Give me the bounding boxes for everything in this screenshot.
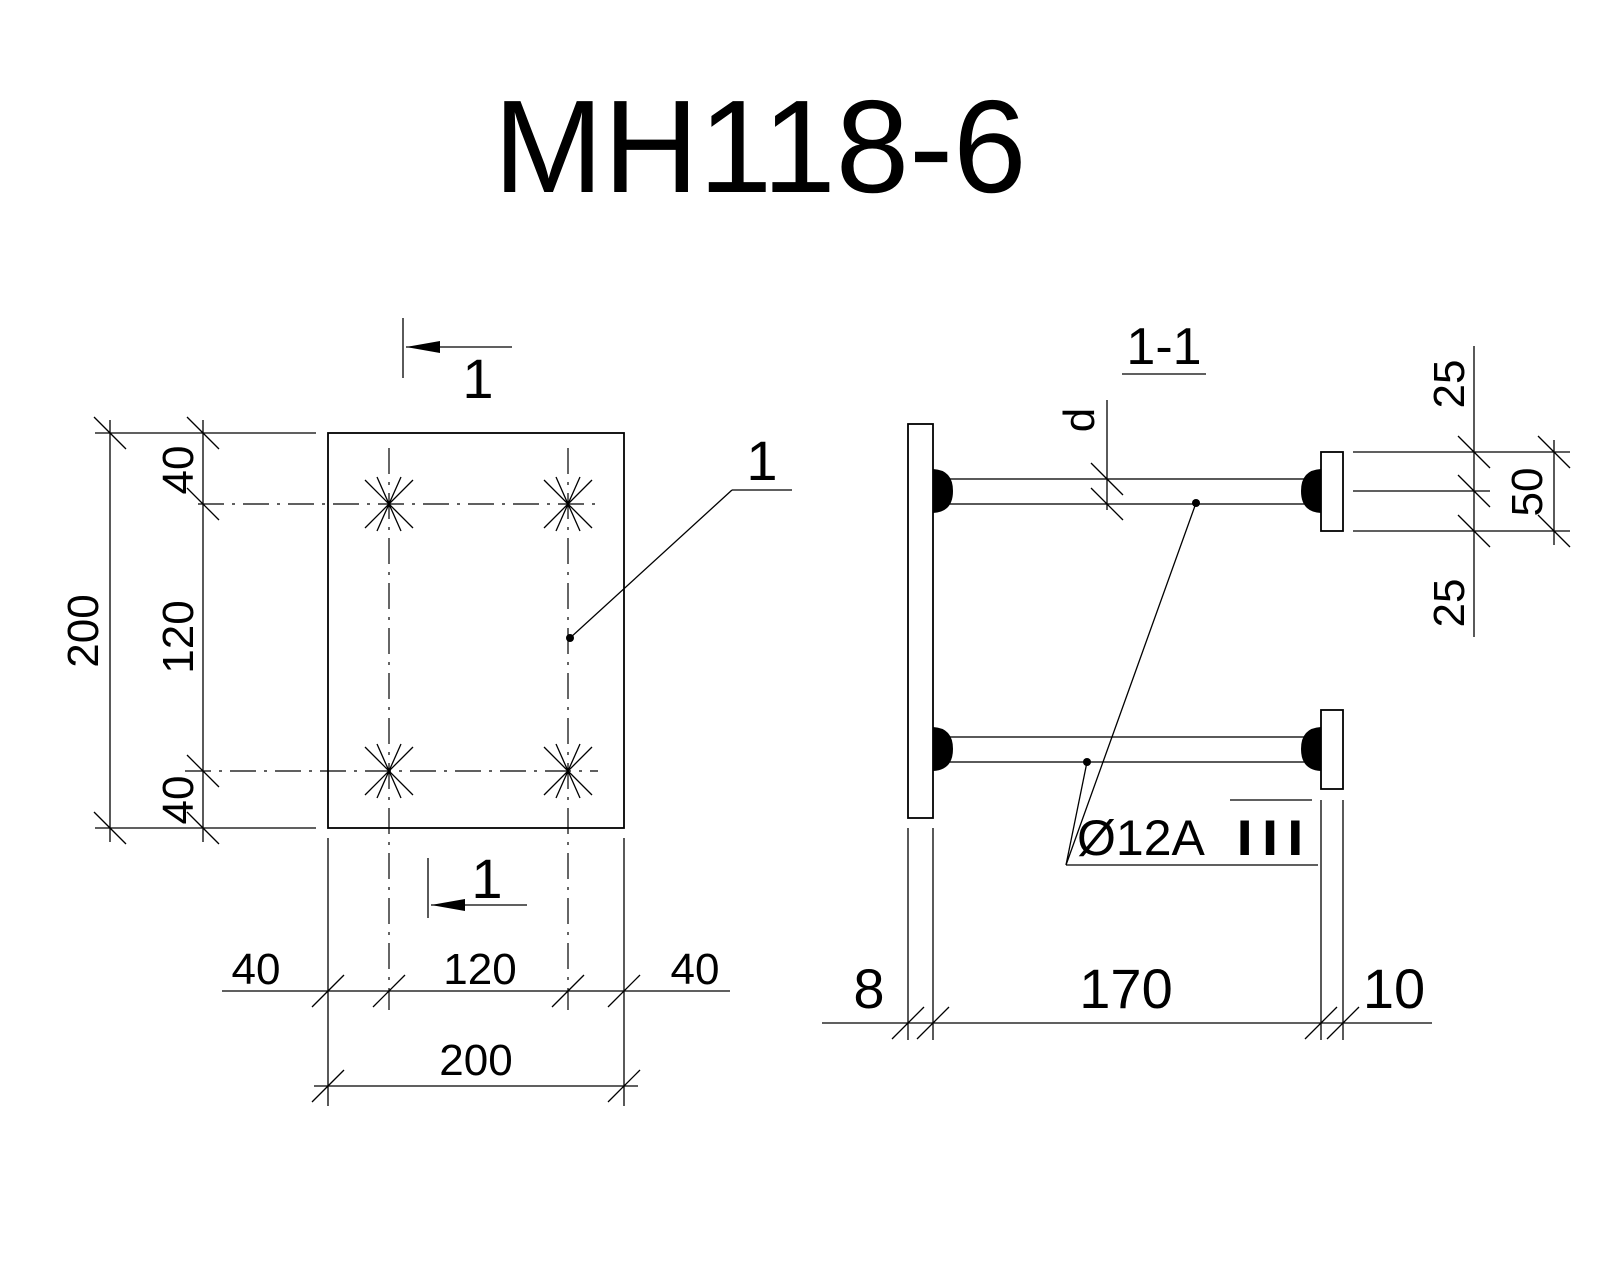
weld-top-left: [933, 469, 953, 513]
tick-bottom-seg-3: [551, 974, 585, 1008]
anchor-symbol-bottom-left: [364, 743, 414, 799]
weld-top-right: [1301, 469, 1321, 513]
tick-bottom-seg-4: [607, 974, 641, 1008]
dim-end-plate: 10: [1363, 957, 1425, 1020]
end-plate-bottom: [1320, 709, 1344, 790]
dim-plate-thickness: 8: [853, 957, 884, 1020]
tick-section-bottom-1: [891, 1006, 925, 1040]
tick-left-seg-1: [186, 416, 220, 450]
tick-right-overall-top: [1537, 435, 1571, 469]
tick-right-1: [1457, 435, 1491, 469]
tick-section-bottom-4: [1326, 1006, 1360, 1040]
dim-d: d: [1055, 408, 1104, 432]
section-marker-top-label: 1: [462, 347, 493, 410]
anchor-symbol-top-right: [543, 476, 593, 532]
anchor-bar-top: [934, 478, 1310, 505]
tick-bottom-overall-right: [607, 1069, 641, 1103]
dim-bottom-left: 40: [232, 945, 281, 994]
tick-bottom-seg-2: [372, 974, 406, 1008]
dim-right-top: 25: [1425, 360, 1474, 409]
tick-section-bottom-3: [1304, 1006, 1338, 1040]
callout-leader: [569, 489, 733, 639]
tick-right-2: [1457, 474, 1491, 508]
tick-left-seg-3: [186, 754, 220, 788]
plan-view: 1 1 1 200 40 120 40 40: [59, 318, 792, 1106]
tick-section-bottom-2: [916, 1006, 950, 1040]
dim-left-middle: 120: [154, 600, 203, 673]
section-arrow-bottom-head: [431, 899, 465, 911]
main-plate-section: [907, 423, 934, 819]
anchor-symbol-bottom-right: [543, 743, 593, 799]
rebar-leader-top: [1065, 502, 1197, 866]
anchor-symbol-top-left: [364, 476, 414, 532]
rebar-label-class: III: [1232, 810, 1308, 866]
tick-d-top: [1090, 462, 1124, 496]
tick-left-overall-bottom: [93, 811, 127, 845]
dim-bottom-middle: 120: [443, 945, 516, 994]
tick-left-overall-top: [93, 416, 127, 450]
section-arrow-top-head: [406, 341, 440, 353]
tick-left-seg-2: [186, 487, 220, 521]
dim-left-top: 40: [154, 446, 203, 495]
tick-d-bottom: [1090, 487, 1124, 521]
dim-right-middle: 50: [1503, 468, 1552, 517]
tick-bottom-seg-1: [311, 974, 345, 1008]
tick-left-seg-4: [186, 811, 220, 845]
rebar-leader-bottom: [1065, 761, 1088, 866]
anchor-bar-bottom: [934, 736, 1310, 763]
dim-right-bottom: 25: [1425, 579, 1474, 628]
callout-label: 1: [746, 429, 777, 492]
weld-bottom-left: [933, 727, 953, 771]
tick-bottom-overall-left: [311, 1069, 345, 1103]
dim-bar-length: 170: [1079, 957, 1172, 1020]
dim-left-overall: 200: [59, 594, 108, 667]
dim-bottom-right: 40: [671, 945, 720, 994]
end-plate-top: [1320, 451, 1344, 532]
dim-left-bottom: 40: [154, 776, 203, 825]
section-marker-bottom-label: 1: [471, 847, 502, 910]
section-title: 1-1: [1126, 318, 1201, 376]
rebar-label-prefix: Ø12A: [1077, 810, 1206, 866]
embedded-plate-outline: [327, 432, 625, 829]
drawing-title: MH118-6: [493, 73, 1026, 220]
section-view: 1-1 d Ø12A III: [822, 318, 1571, 1040]
dim-bottom-overall: 200: [439, 1036, 512, 1085]
weld-bottom-right: [1301, 727, 1321, 771]
tick-right-3: [1457, 514, 1491, 548]
tick-right-overall-bottom: [1537, 514, 1571, 548]
